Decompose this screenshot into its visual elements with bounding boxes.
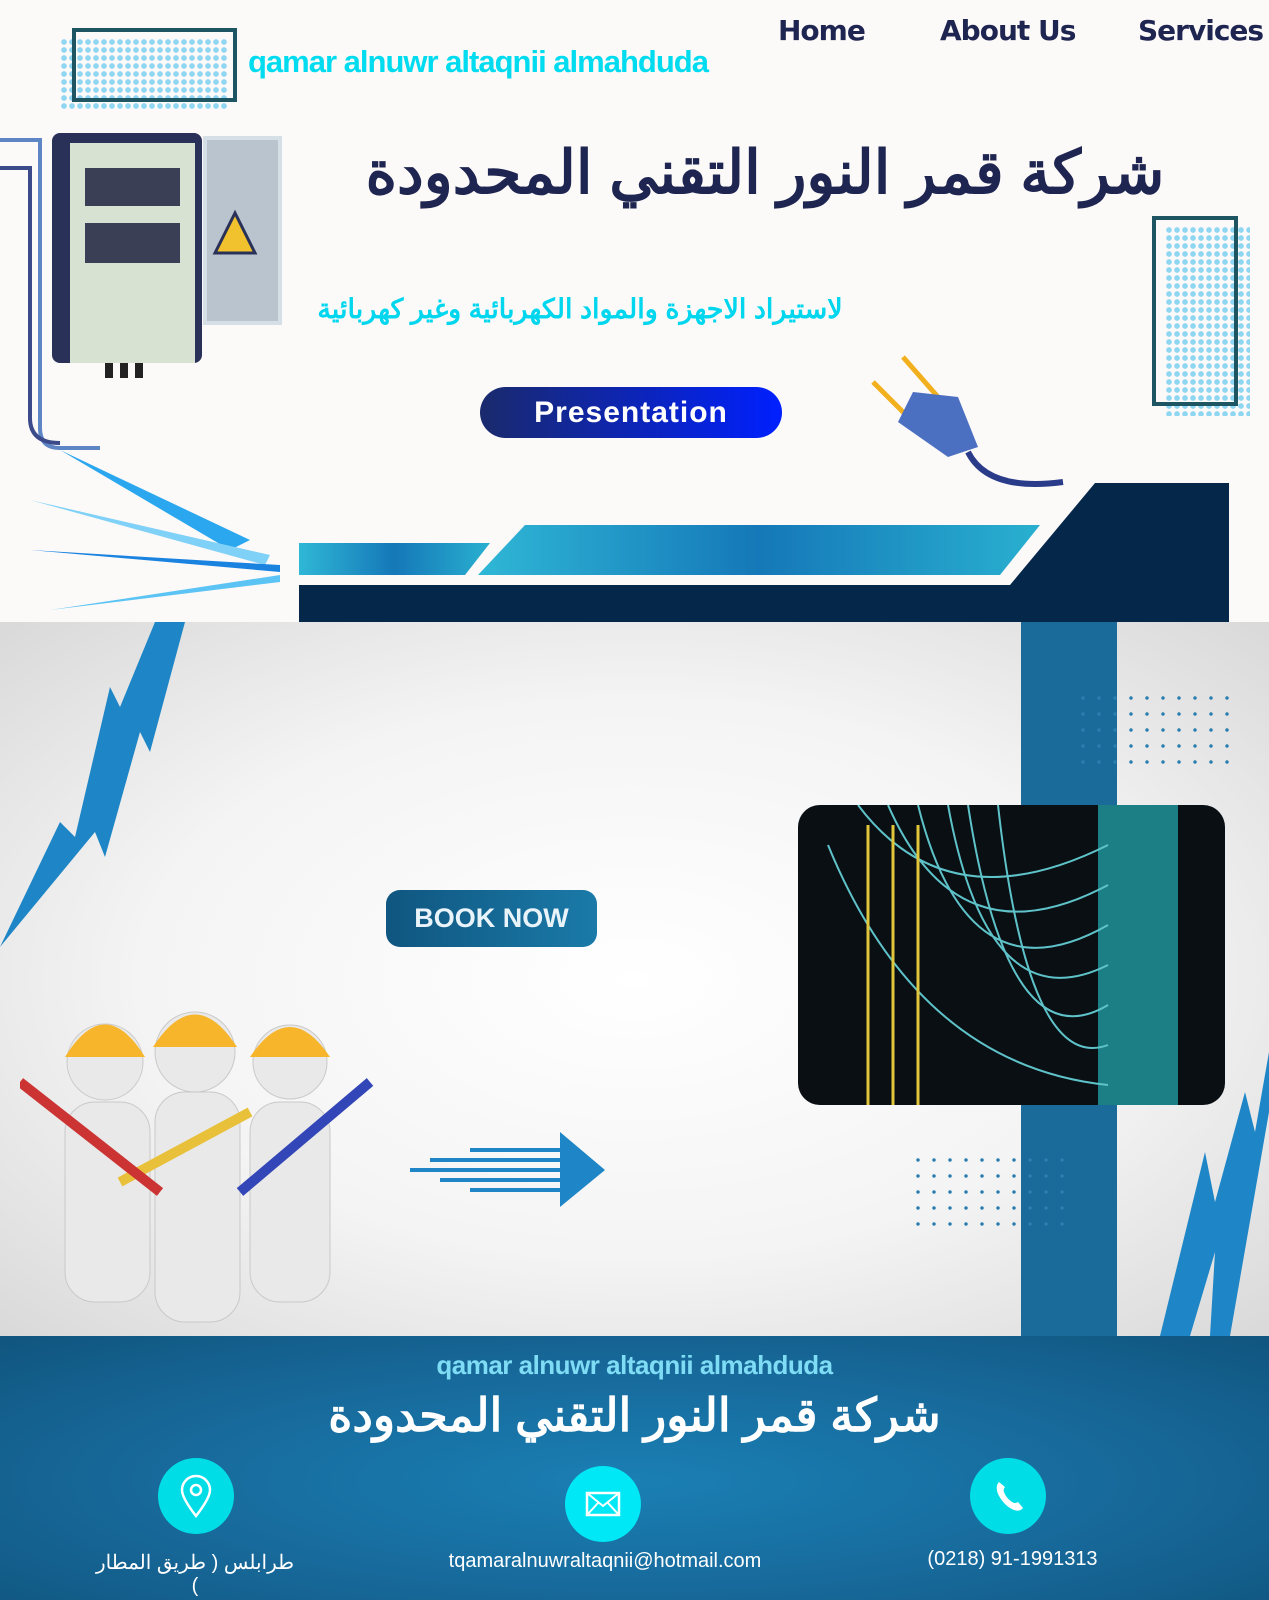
brand-name: qamar alnuwr altaqnii almahduda [248,44,709,79]
arrow-decoration [410,1132,605,1207]
footer: qamar alnuwr altaqnii almahduda شركة قمر… [0,1336,1269,1600]
plug-icon [871,355,1064,487]
email-text[interactable]: tqamaralnuwraltaqnii@hotmail.com [448,1550,762,1572]
book-now-button[interactable]: BOOK NOW [386,890,597,947]
footer-title: شركة قمر النور التقني المحدودة [328,1389,941,1441]
electrical-panel-illustration [0,133,282,450]
dots-pattern [910,1152,1065,1237]
logo-frame [72,28,237,102]
nav-services[interactable]: Services [1138,14,1264,47]
hero-bottom-shapes [299,483,1229,622]
page-title: شركة قمر النور التقني المحدودة [365,139,1165,206]
dots-pattern [1075,690,1230,775]
fiber-cables-photo [798,805,1225,1105]
workers-illustration [20,1011,374,1323]
phone-icon[interactable] [970,1458,1046,1534]
address-text: طرابلس ( طريق المطار ) [95,1552,295,1597]
page-subtitle: لاستيراد الاجهزة والمواد الكهربائية وغير… [317,294,843,324]
nav-about-us[interactable]: About Us [940,14,1076,47]
hero-section: qamar alnuwr altaqnii almahduda Home Abo… [0,0,1269,622]
phone-text[interactable]: (0218) 91-1991313 [927,1548,1098,1570]
footer-brand: qamar alnuwr altaqnii almahduda [436,1350,833,1380]
side-frame [1152,216,1238,406]
nav-home[interactable]: Home [778,14,866,47]
lightning-bolt-decoration [1160,1052,1269,1336]
email-icon[interactable] [565,1466,641,1542]
booking-section: BOOK NOW [0,622,1269,1336]
lightning-bolt-decoration [0,622,185,947]
light-rays-decoration [30,450,280,610]
presentation-button[interactable]: Presentation [480,387,782,438]
location-icon[interactable] [158,1458,234,1534]
